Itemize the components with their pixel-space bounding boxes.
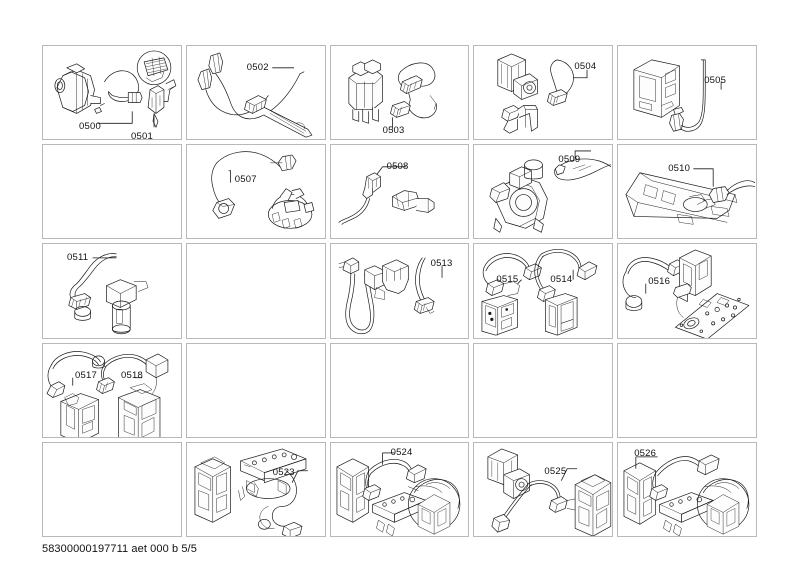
illustration-module-harness-display-detail-right	[623, 454, 750, 536]
illustration-module-harness-display-detail	[336, 452, 460, 536]
callout-label: 0513	[430, 258, 453, 270]
diagram-cell-r3c4[interactable]: 0515 0514	[473, 243, 614, 339]
diagram-cell-r3c3[interactable]: 0513	[329, 243, 470, 339]
diagram-cell-r1c1[interactable]: 0500 0501	[42, 45, 182, 141]
illustration-solenoid-valve-block	[348, 59, 437, 130]
callout-label: 0505	[704, 75, 727, 86]
illustration-dispenser-actuator	[497, 53, 588, 134]
illustration-empty	[331, 344, 469, 437]
diagram-cell-r2c1[interactable]	[42, 144, 182, 240]
diagram-cell-r5c2[interactable]: 0523	[185, 441, 326, 537]
diagram-cell-r5c5[interactable]: 0526	[617, 441, 757, 537]
diagram-cell-r4c3[interactable]	[329, 342, 470, 438]
callout-label: 0508	[386, 161, 409, 173]
illustration-empty	[474, 344, 612, 437]
diagram-cell-r4c5[interactable]	[617, 342, 757, 438]
illustration-dispenser-rail	[625, 168, 756, 225]
callout-label: 0515	[496, 274, 519, 286]
parts-diagram-grid: 0500 0501	[42, 45, 757, 537]
diagram-cell-r2c5[interactable]: 0510	[617, 144, 757, 240]
sheet-caption: 58300000197711 aet 000 b 5/5	[42, 543, 197, 555]
diagram-cell-r3c5[interactable]: 0516	[617, 243, 757, 339]
callout-label: 0526	[634, 447, 657, 459]
diagram-cell-r3c2[interactable]	[185, 243, 326, 339]
callout-label: 0501	[131, 131, 153, 141]
callout-label: 0509	[558, 154, 581, 166]
diagram-cell-r3c1[interactable]: 0511	[42, 243, 182, 339]
illustration-valve-with-loop-hose	[338, 257, 443, 335]
callout-label: 0523	[272, 466, 295, 478]
callout-label: 0502	[246, 62, 269, 73]
illustration-empty	[43, 443, 181, 536]
diagram-cell-r5c4[interactable]: 0525	[473, 441, 614, 537]
illustration-ntc-temperature-sensor	[338, 166, 435, 225]
callout-label: 0510	[668, 163, 691, 175]
callout-label: 0503	[382, 125, 405, 136]
illustration-actuator-harness-module	[487, 448, 612, 536]
illustration-harness-module-and-pcb	[622, 249, 750, 338]
diagram-cell-r5c1[interactable]	[42, 441, 182, 537]
callout-label: 0516	[648, 276, 671, 288]
diagram-cell-r1c5[interactable]: 0505	[617, 45, 757, 141]
callout-label: 0504	[574, 61, 597, 72]
illustration-door-interlock	[68, 253, 149, 335]
illustration-heating-element	[197, 52, 313, 138]
callout-label: 0514	[550, 274, 573, 286]
illustration-two-harnesses-with-boards	[481, 249, 598, 336]
illustration-empty	[187, 244, 325, 337]
diagram-cell-r1c2[interactable]: 0502	[185, 45, 326, 141]
illustration-pump-housing-with-cable	[489, 150, 612, 233]
diagram-cell-r1c3[interactable]: 0503	[329, 45, 470, 141]
diagram-cell-r5c3[interactable]: 0524	[329, 441, 470, 537]
illustration-empty	[43, 145, 181, 238]
diagram-cell-r2c4[interactable]: 0509	[473, 144, 614, 240]
diagram-cell-r2c2[interactable]: 0507	[185, 144, 326, 240]
callout-label: 0524	[390, 446, 413, 458]
illustration-two-harnesses-two-modules	[46, 350, 169, 437]
diagram-cell-r4c1[interactable]: 0517 0518	[42, 342, 182, 438]
diagram-cell-r2c3[interactable]: 0508	[329, 144, 470, 240]
diagram-cell-r4c4[interactable]	[473, 342, 614, 438]
illustration-drain-pump-assembly	[54, 50, 177, 128]
callout-label: 0507	[234, 174, 257, 186]
callout-label: 0511	[67, 252, 89, 264]
callout-label: 0518	[121, 369, 143, 381]
illustration-pressure-switch-hose	[211, 151, 315, 229]
diagram-cell-r4c2[interactable]	[185, 342, 326, 438]
illustration-empty	[618, 344, 756, 437]
illustration-empty	[187, 344, 325, 437]
illustration-module-display-board-harness	[194, 448, 308, 536]
callout-label: 0517	[75, 369, 97, 381]
diagram-cell-r1c4[interactable]: 0504	[473, 45, 614, 141]
callout-label: 0500	[79, 121, 101, 132]
callout-label: 0525	[544, 465, 567, 477]
illustration-control-module-housing	[633, 59, 722, 132]
